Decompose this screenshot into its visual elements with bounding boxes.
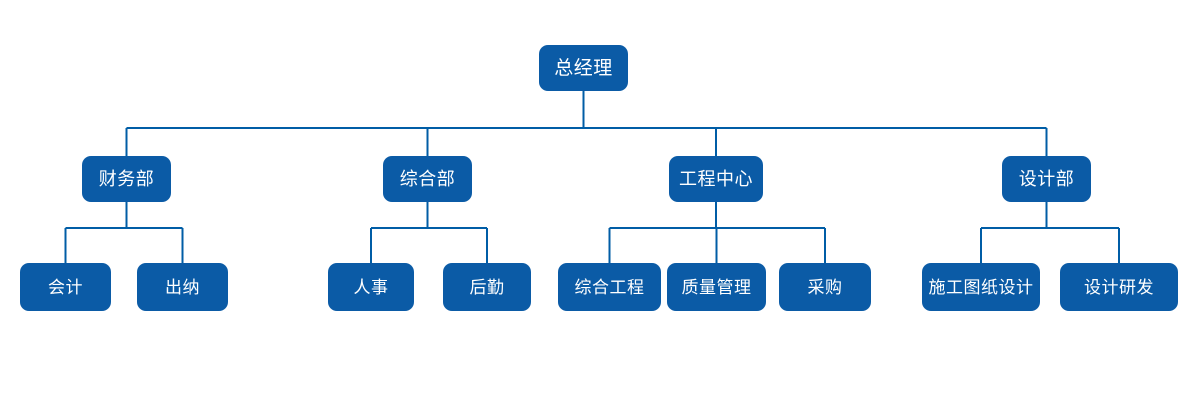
org-node-procurement[interactable]: 采购 <box>779 263 871 311</box>
org-node-comprehensive-engineering[interactable]: 综合工程 <box>558 263 661 311</box>
org-node-design-rnd[interactable]: 设计研发 <box>1060 263 1178 311</box>
org-node-label: 施工图纸设计 <box>928 277 1034 297</box>
connector-group <box>125 91 1048 156</box>
org-node-human-resources[interactable]: 人事 <box>328 263 414 311</box>
org-node-label: 综合工程 <box>574 277 645 297</box>
connector-group <box>64 202 184 263</box>
org-node-engineering-center[interactable]: 工程中心 <box>669 156 763 202</box>
org-node-label: 设计部 <box>1018 169 1075 189</box>
org-node-label: 综合部 <box>399 169 456 189</box>
org-node-label: 采购 <box>807 277 843 297</box>
org-node-label: 总经理 <box>554 57 613 79</box>
org-node-label: 会计 <box>48 277 83 297</box>
org-node-logistics[interactable]: 后勤 <box>443 263 531 311</box>
org-node-cashier[interactable]: 出纳 <box>137 263 228 311</box>
org-node-label: 设计研发 <box>1084 277 1154 297</box>
org-node-label: 质量管理 <box>681 277 752 297</box>
org-node-label: 人事 <box>353 277 389 297</box>
org-node-label: 工程中心 <box>679 169 753 189</box>
org-node-construction-drawing-design[interactable]: 施工图纸设计 <box>922 263 1040 311</box>
connector-group <box>370 202 488 263</box>
org-node-accounting[interactable]: 会计 <box>20 263 111 311</box>
org-node-label: 出纳 <box>165 277 200 297</box>
org-node-label: 后勤 <box>469 277 505 297</box>
org-node-label: 财务部 <box>98 169 155 189</box>
connector-group <box>608 202 826 263</box>
org-node-general-affairs-dept[interactable]: 综合部 <box>383 156 472 202</box>
connector-group <box>980 202 1120 263</box>
org-node-finance-dept[interactable]: 财务部 <box>82 156 171 202</box>
org-node-design-dept[interactable]: 设计部 <box>1002 156 1091 202</box>
org-node-quality-management[interactable]: 质量管理 <box>667 263 766 311</box>
org-node-general-manager[interactable]: 总经理 <box>539 45 628 91</box>
